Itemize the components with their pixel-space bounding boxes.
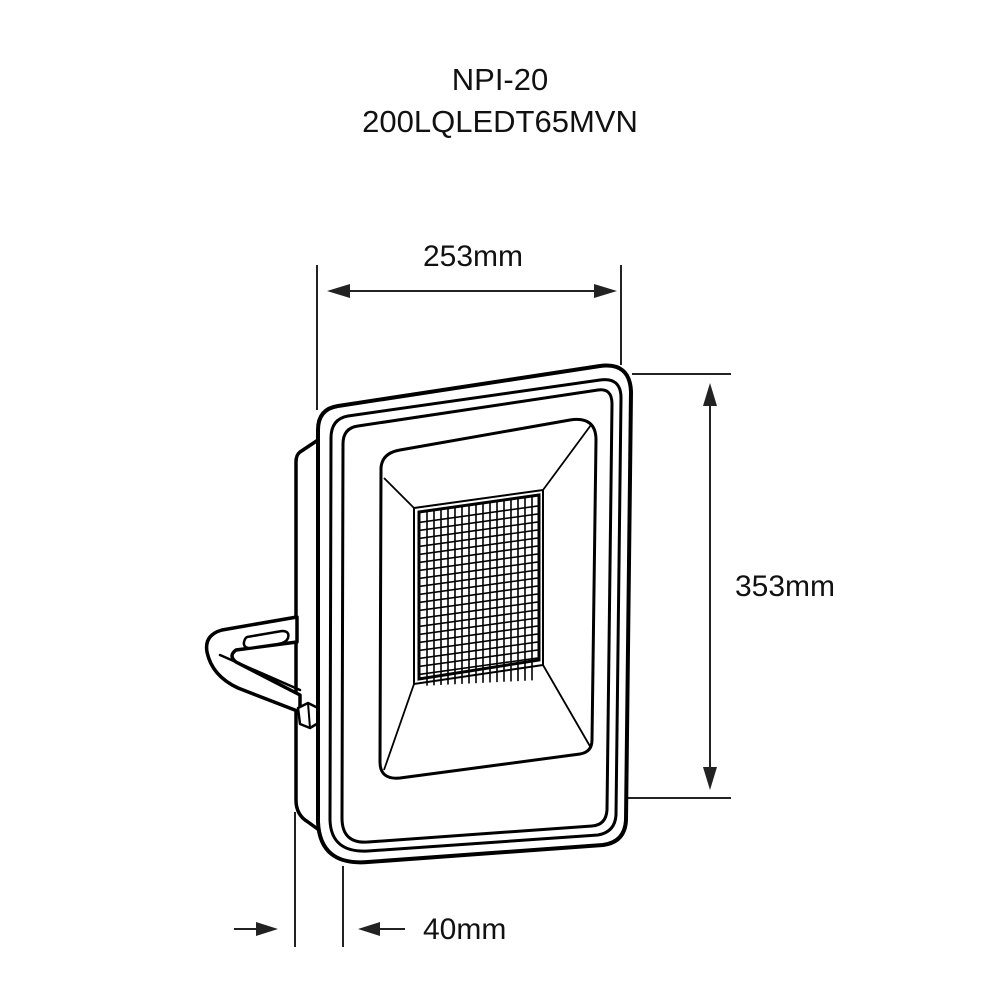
height-dimension-label: 353mm [735,570,836,603]
model-title: NPI-20 [451,62,549,97]
width-dimension-label: 253mm [423,240,524,273]
height-dimension [624,373,731,799]
part-number: 200LQLEDT65MVN [362,104,638,139]
reflector [378,417,598,780]
depth-dimension [234,812,405,947]
led-grid [420,494,540,686]
frame-inner [328,378,623,853]
width-dimension [316,265,622,410]
depth-dimension-label: 40mm [423,913,507,946]
